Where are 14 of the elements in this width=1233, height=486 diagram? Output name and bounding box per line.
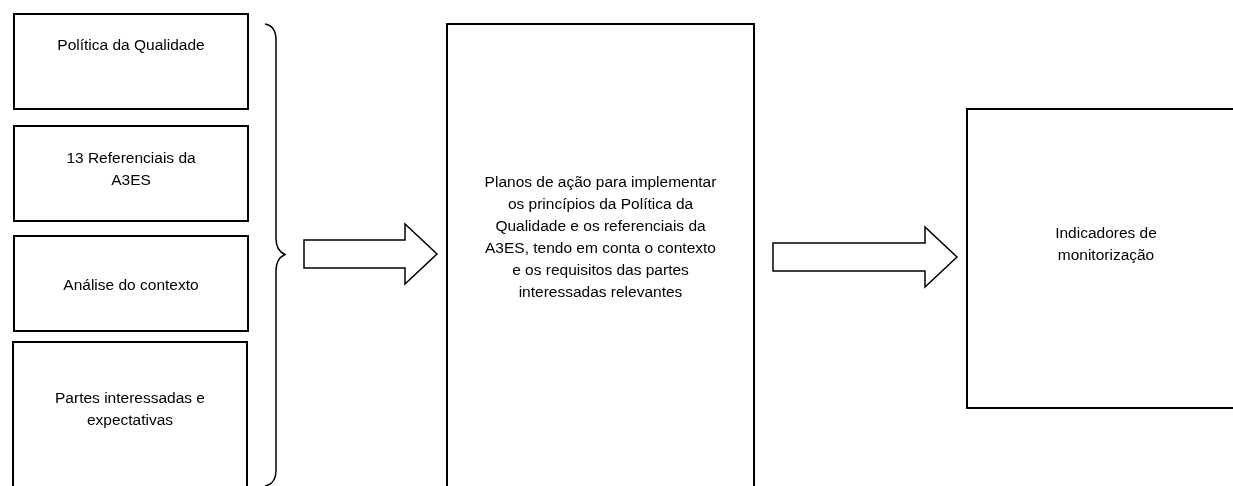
process-box xyxy=(12,341,248,486)
process-box xyxy=(13,13,249,110)
process-box xyxy=(13,125,249,222)
box-label: Indicadores de monitorização xyxy=(1054,222,1158,265)
block-arrow xyxy=(772,225,959,289)
box-label: Partes interessadas e expectativas xyxy=(54,388,206,430)
box-label: Análise do contexto xyxy=(63,275,199,295)
box-label: Planos de ação para implementar os princípios da Política da Qualidade e os referenciais da A3ES, tendo em conta o contexto e os requisitos das partes interessadas relevantes xyxy=(483,172,718,302)
box-label: Política da Qualidade xyxy=(57,35,205,55)
process-box xyxy=(13,235,249,332)
process-box xyxy=(446,23,755,486)
process-box xyxy=(966,108,1233,409)
box-label: 13 Referenciais da A3ES xyxy=(65,148,197,190)
block-arrow xyxy=(303,222,439,286)
